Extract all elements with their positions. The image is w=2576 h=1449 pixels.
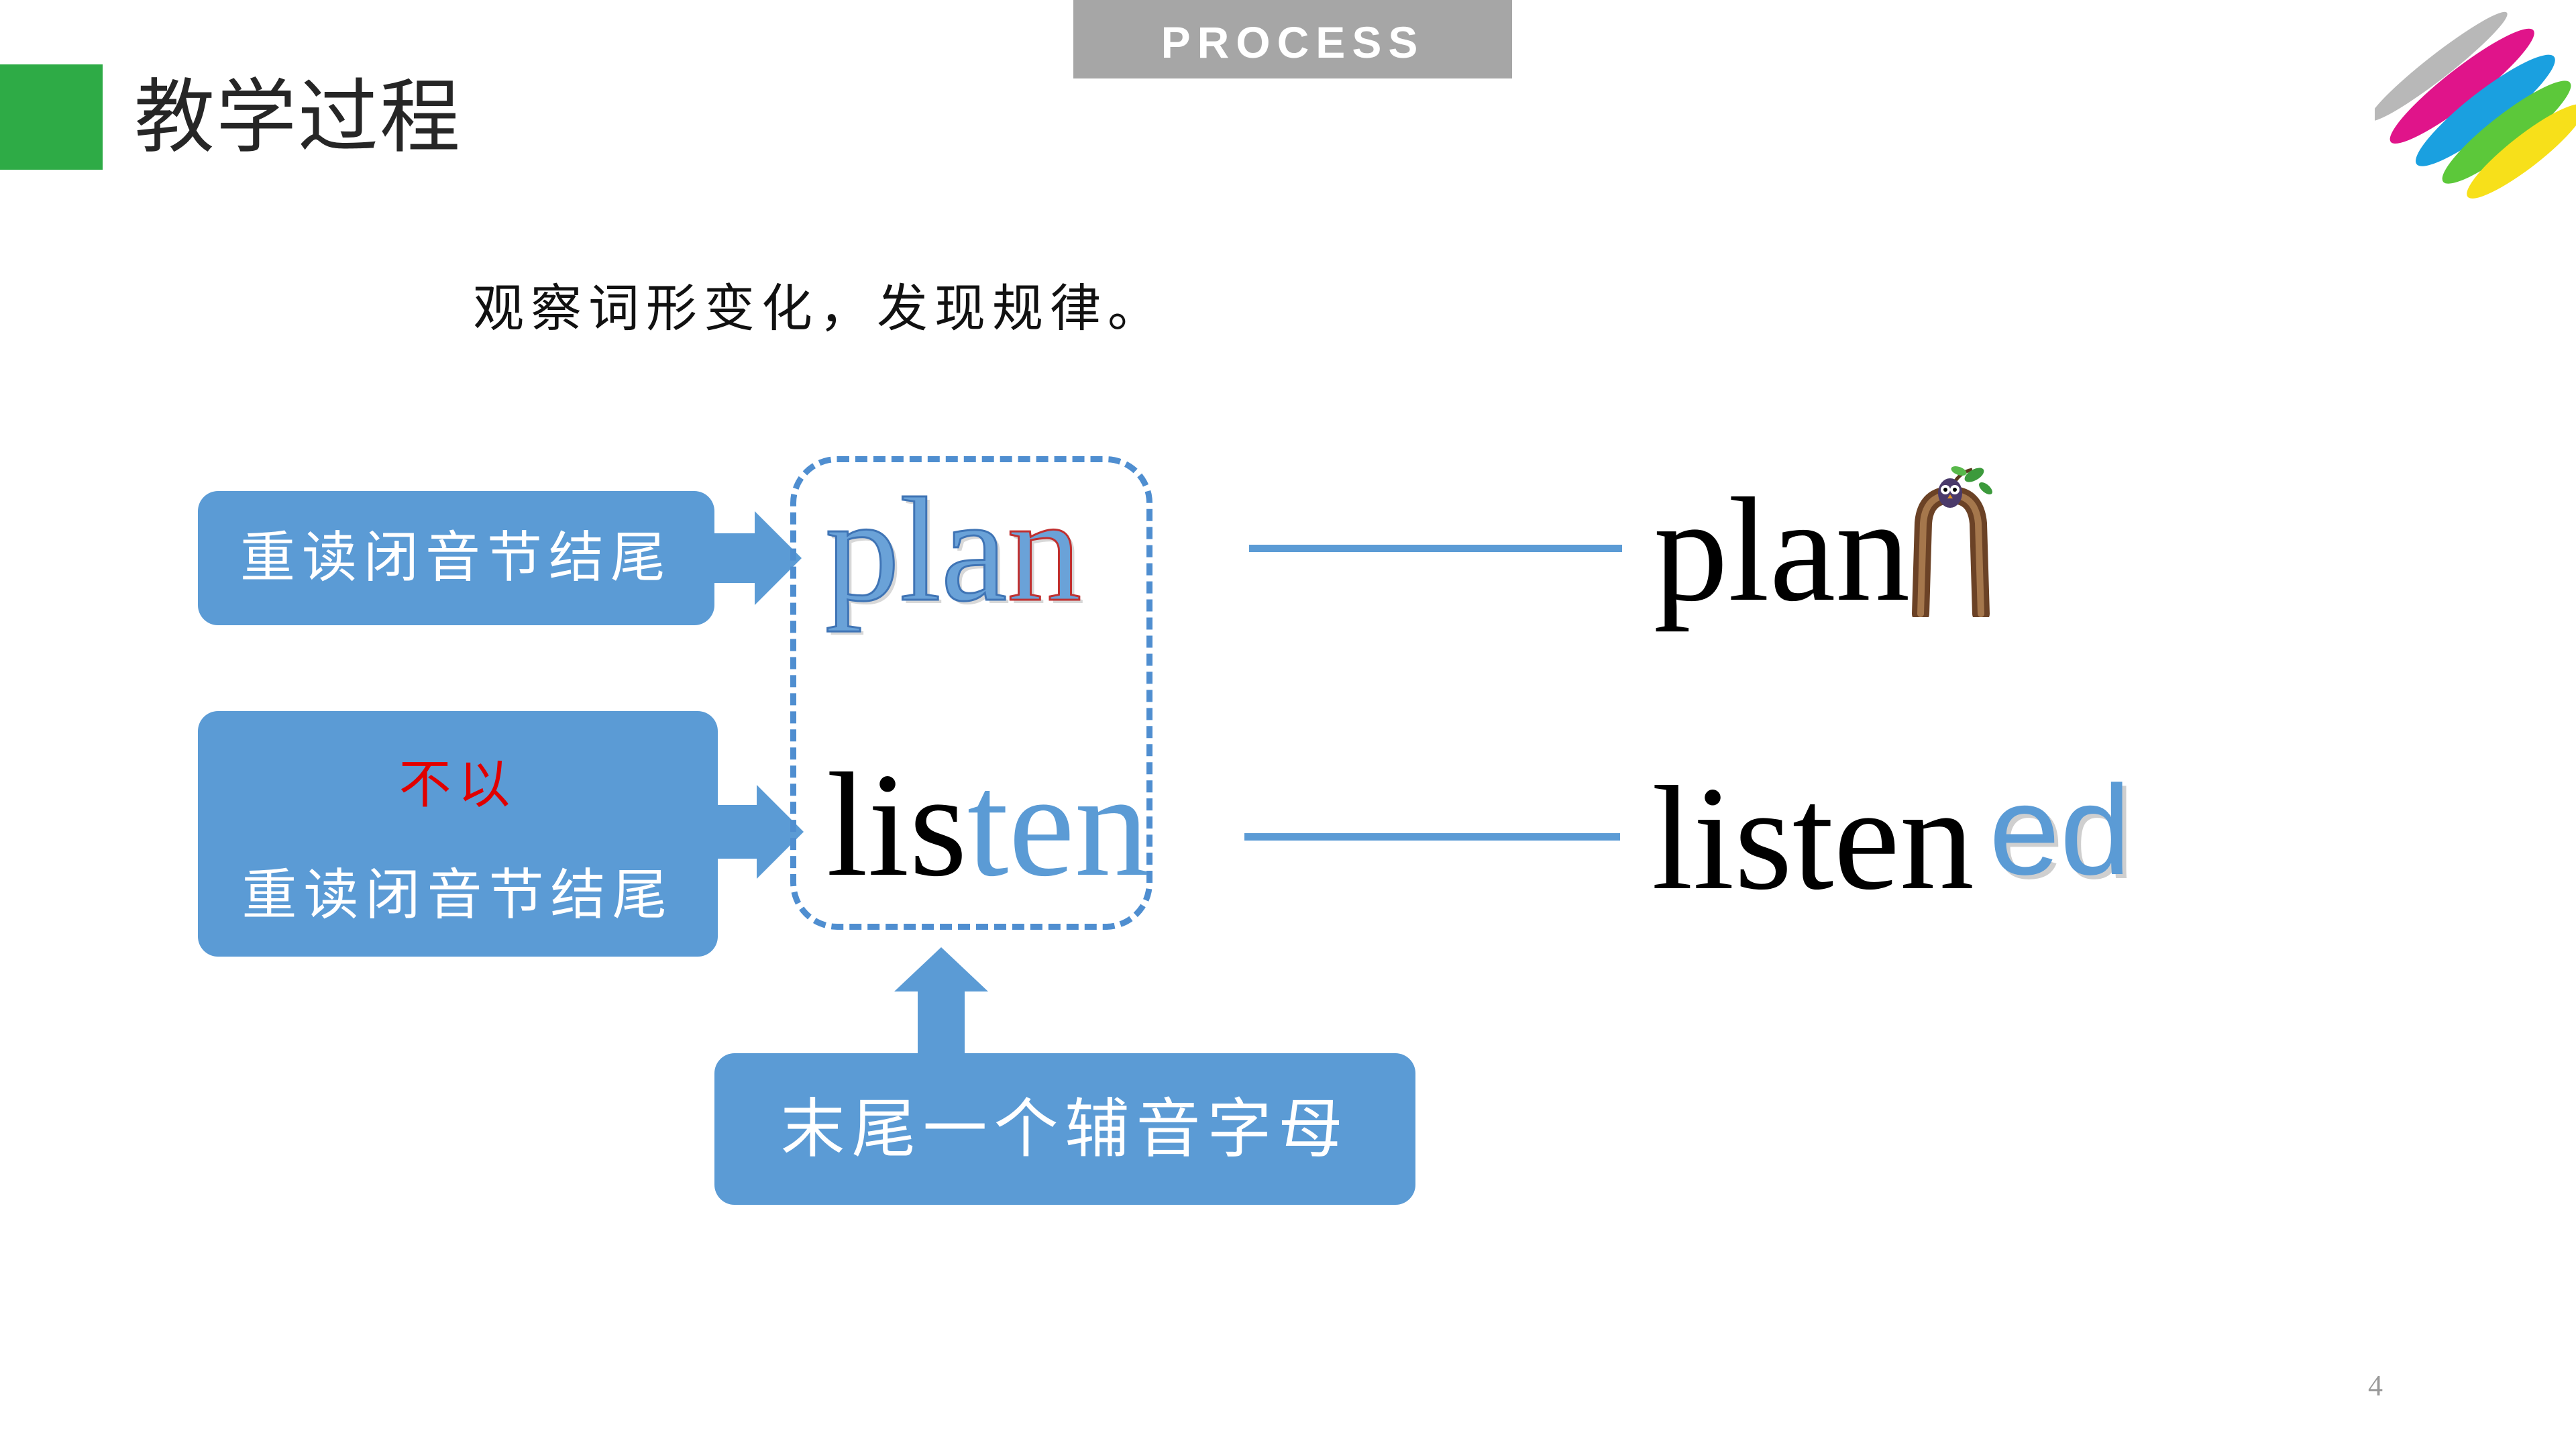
page-title: 教学过程 — [134, 71, 462, 164]
connector-line — [1244, 833, 1620, 841]
arrow-up-icon — [894, 947, 988, 1057]
word-listen-base: listen — [826, 738, 1149, 912]
callout-label: 重读闭音节结尾 — [239, 526, 672, 590]
slide-number: 4 — [2368, 1369, 2383, 1402]
word-last-letter: n — [1006, 467, 1083, 634]
negation-label: 不以 — [398, 755, 517, 815]
suffix-ed: ed — [1989, 759, 2131, 902]
title-accent-bar — [0, 64, 103, 170]
word-listen-transformed: listen — [1652, 756, 1974, 921]
callout-not-stressed-closed-syllable: 不以 重读闭音节结尾 — [198, 711, 718, 957]
word-plan-transformed: plan — [1654, 468, 1911, 633]
word-plan-base: plan — [824, 463, 1083, 637]
word-highlighted-ending: ten — [967, 743, 1149, 908]
colorful-swoosh-logo-icon — [2375, 11, 2576, 199]
arrow-right-icon — [716, 785, 804, 879]
connector-line — [1249, 545, 1622, 552]
word-prefix: lis — [826, 743, 967, 908]
owl-letter-n-icon — [1912, 466, 1992, 617]
callout-label: 末尾一个辅音字母 — [780, 1091, 1350, 1167]
instruction-text: 观察词形变化，发现规律。 — [473, 278, 1165, 338]
callout-stressed-closed-syllable: 重读闭音节结尾 — [198, 491, 714, 625]
section-tab: PROCESS — [1073, 0, 1512, 78]
arrow-right-icon — [712, 511, 802, 605]
base-word-frame — [790, 456, 1152, 930]
word-prefix: pla — [824, 467, 1008, 634]
callout-label: 重读闭音节结尾 — [241, 863, 674, 927]
callout-final-consonant: 末尾一个辅音字母 — [714, 1053, 1415, 1205]
